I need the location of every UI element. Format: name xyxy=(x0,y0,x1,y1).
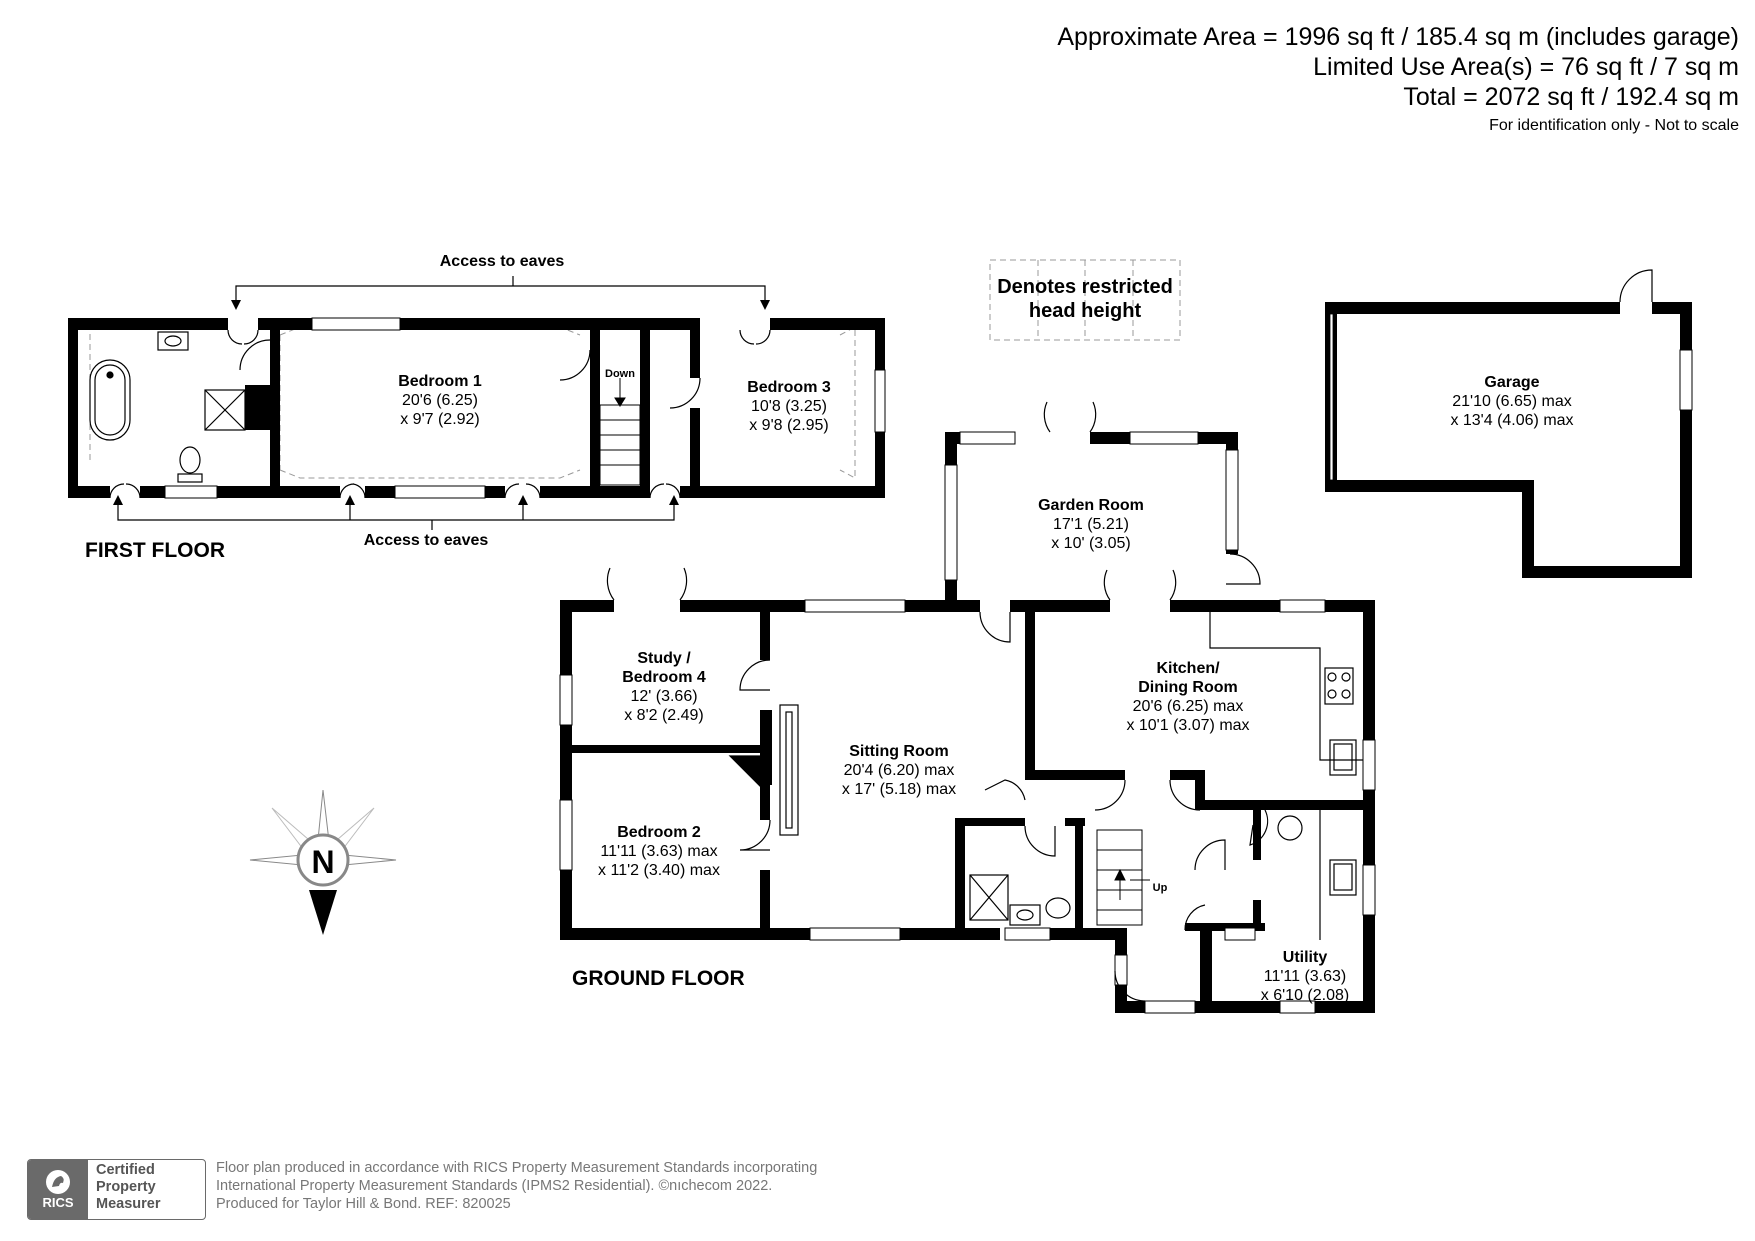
identification-note: For identification only - Not to scale xyxy=(1489,117,1739,134)
kitchen-fixtures xyxy=(1209,612,1363,940)
first-floor-plan xyxy=(68,276,886,530)
restricted-height-legend-box xyxy=(989,259,1181,341)
bedroom-1-name: Bedroom 1 xyxy=(398,373,482,390)
eaves-label-bottom: Access to eaves xyxy=(364,532,489,549)
bedroom-2-dim: 11'11 (3.63) max xyxy=(600,843,717,860)
garden-room-name: Garden Room xyxy=(1038,497,1144,514)
bedroom-3-dim2: x 9'8 (2.95) xyxy=(749,417,829,434)
rics-lion-icon xyxy=(46,1170,70,1194)
bedroom-1-dim: 20'6 (6.25) xyxy=(402,392,478,409)
rics-logo: RICS xyxy=(28,1160,88,1219)
compass-rose: N xyxy=(249,789,397,935)
study-name: Study / xyxy=(637,650,691,667)
bedroom-2-dim2: x 11'2 (3.40) max xyxy=(598,862,720,879)
kitchen-dim: 20'6 (6.25) max xyxy=(1133,698,1244,715)
fireplace xyxy=(728,704,799,836)
bedroom-3-name: Bedroom 3 xyxy=(747,379,831,396)
bedroom-2-name: Bedroom 2 xyxy=(617,824,701,841)
footer-line-2: International Property Measurement Stand… xyxy=(216,1178,773,1194)
ground-floor-label: GROUND FLOOR xyxy=(572,967,745,990)
boiler-fixture xyxy=(1277,815,1303,841)
ground-floor-doors xyxy=(606,401,1269,1002)
bathroom-fixtures xyxy=(89,331,246,483)
limited-use-area: Limited Use Area(s) = 76 sq ft / 7 sq m xyxy=(1313,53,1739,81)
legend-line-2: head height xyxy=(1029,300,1142,322)
total-area: Total = 2072 sq ft / 192.4 sq m xyxy=(1403,83,1739,111)
sitting-room-dim2: x 17' (5.18) max xyxy=(842,781,956,798)
rics-org-label: RICS xyxy=(42,1195,74,1210)
study-name-2: Bedroom 4 xyxy=(622,669,706,686)
approximate-area: Approximate Area = 1996 sq ft / 185.4 sq… xyxy=(1057,23,1739,51)
eaves-brackets xyxy=(117,276,766,530)
stairs-down-label: Down xyxy=(605,368,635,380)
room-labels: Access to eaves Access to eaves Down Bed… xyxy=(364,253,1574,1004)
study-dim2: x 8'2 (2.49) xyxy=(624,707,704,724)
ground-floor-stairs xyxy=(1096,829,1150,926)
garage-dim: 21'10 (6.65) max xyxy=(1452,393,1572,410)
kitchen-name-2: Dining Room xyxy=(1138,679,1238,696)
area-summary: Approximate Area = 1996 sq ft / 185.4 sq… xyxy=(1057,22,1739,136)
sitting-room-name: Sitting Room xyxy=(849,743,949,760)
garden-room-dim2: x 10' (3.05) xyxy=(1051,535,1131,552)
badge-line-2: Property xyxy=(96,1179,156,1195)
badge-line-1: Certified xyxy=(96,1162,155,1178)
eaves-label-top: Access to eaves xyxy=(440,253,565,270)
rics-badge-text: Certified Property Measurer xyxy=(88,1160,168,1219)
garage-side-door xyxy=(1619,269,1653,303)
stairs-up-label: Up xyxy=(1153,882,1168,894)
garage-name: Garage xyxy=(1484,374,1539,391)
rics-certified-badge: RICS Certified Property Measurer xyxy=(27,1159,206,1220)
ground-floor-windows xyxy=(559,431,1376,1014)
shower-room-fixtures xyxy=(969,874,1071,926)
eaves-doors xyxy=(109,329,771,499)
kitchen-name: Kitchen/ xyxy=(1156,660,1220,677)
garage-dim2: x 13'4 (4.06) max xyxy=(1450,412,1573,429)
garage-door xyxy=(1329,313,1334,481)
bedroom-1-dim2: x 9'7 (2.92) xyxy=(400,411,480,428)
eaves-arrows xyxy=(113,300,770,505)
legend-line-1: Denotes restricted xyxy=(997,276,1173,298)
footer-notes: Floor plan produced in accordance with R… xyxy=(216,1159,817,1213)
footer-line-3: Produced for Taylor Hill & Bond. REF: 82… xyxy=(216,1196,511,1212)
first-floor-label: FIRST FLOOR xyxy=(85,539,225,562)
compass-north-letter: N xyxy=(311,844,334,880)
ground-floor-plan xyxy=(559,401,1376,1014)
first-floor-windows xyxy=(164,317,886,499)
first-floor-stairs xyxy=(599,378,641,486)
utility-dim2: x 6'10 (2.08) xyxy=(1261,987,1349,1004)
utility-name: Utility xyxy=(1283,949,1328,966)
garage-walls xyxy=(1325,302,1692,578)
kitchen-dim2: x 10'1 (3.07) max xyxy=(1126,717,1249,734)
badge-line-3: Measurer xyxy=(96,1196,161,1212)
utility-dim: 11'11 (3.63) xyxy=(1264,968,1347,985)
study-dim: 12' (3.66) xyxy=(630,688,697,705)
garage-window xyxy=(1679,349,1693,411)
sitting-room-dim: 20'4 (6.20) max xyxy=(844,762,955,779)
garden-room-dim: 17'1 (5.21) xyxy=(1053,516,1129,533)
footer-line-1: Floor plan produced in accordance with R… xyxy=(216,1160,818,1176)
garage-plan xyxy=(1325,269,1693,578)
bedroom-3-dim: 10'8 (3.25) xyxy=(751,398,827,415)
